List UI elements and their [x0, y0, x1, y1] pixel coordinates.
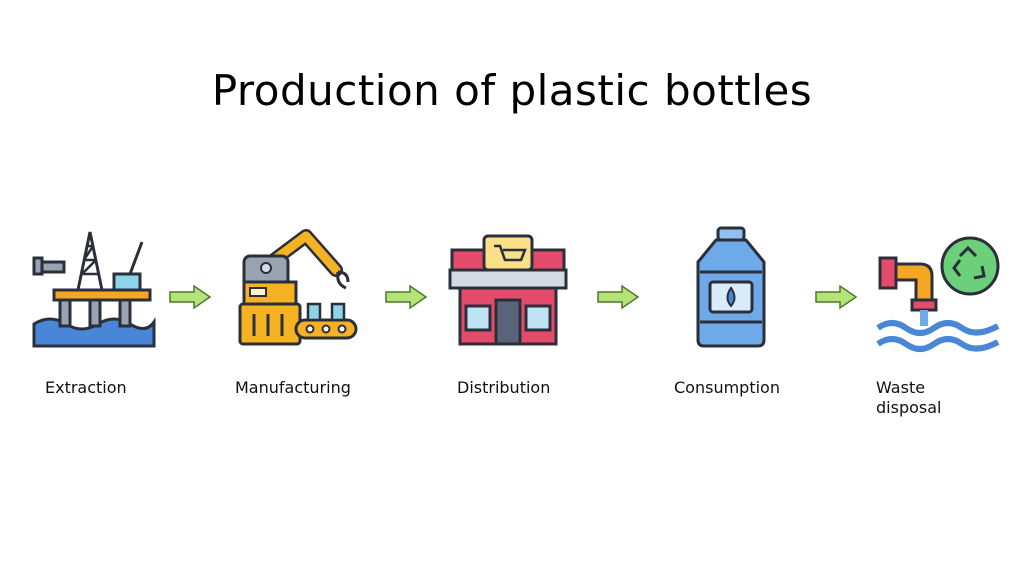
diagram-title: Production of plastic bottles — [211, 66, 813, 115]
factory-robot-arm-icon — [236, 226, 360, 350]
flow-arrow-3 — [596, 284, 640, 310]
oil-rig-icon — [32, 226, 156, 350]
step-label-manufacturing: Manufacturing — [235, 378, 351, 397]
flow-arrow-2 — [384, 284, 428, 310]
step-label-distribution: Distribution — [457, 378, 551, 397]
water-bottle-icon — [686, 226, 776, 350]
step-label-waste-disposal: Waste disposal — [876, 378, 942, 417]
waste-pipe-recycle-icon — [876, 236, 1002, 356]
store-icon — [446, 230, 570, 348]
step-label-extraction: Extraction — [45, 378, 127, 397]
flow-arrow-1 — [168, 284, 212, 310]
step-label-consumption: Consumption — [674, 378, 780, 397]
flow-arrow-4 — [814, 284, 858, 310]
